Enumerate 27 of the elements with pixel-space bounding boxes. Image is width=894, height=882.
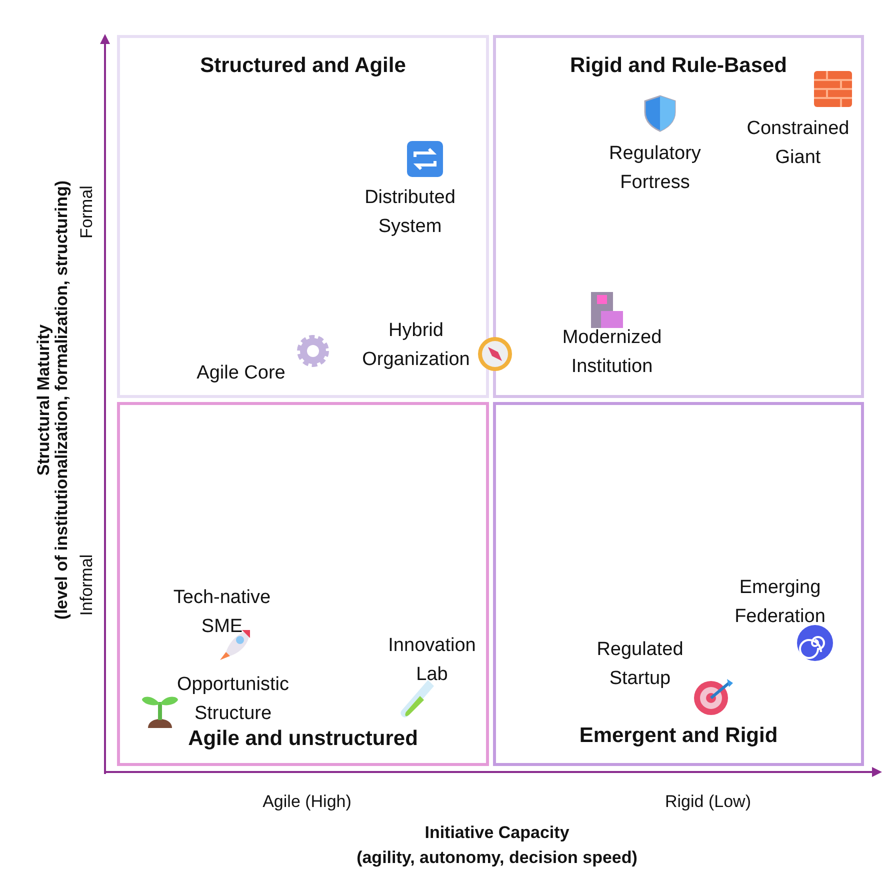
- organization-type-label: Hybrid Organization: [346, 316, 486, 374]
- organization-type-label: Innovation Lab: [382, 631, 482, 689]
- axis-title: Structural Maturity: [34, 324, 54, 476]
- organization-type-label: Regulated Startup: [580, 635, 700, 693]
- tick-label: Informal: [77, 554, 97, 616]
- axis-subtitle: (level of institutionalization, formalization, structuring): [52, 180, 72, 620]
- tick-label: Formal: [77, 186, 97, 238]
- organization-type-label: Regulatory Fortress: [590, 139, 720, 197]
- quadrant-panel: [493, 35, 864, 398]
- quadrant-heading: Agile and unstructured: [188, 727, 418, 751]
- organization-type-label: Constrained Giant: [733, 114, 863, 172]
- quadrant-heading: Structured and Agile: [200, 54, 406, 78]
- quadrant-heading: Emergent and Rigid: [579, 724, 778, 748]
- quadrant-panel: [493, 402, 864, 766]
- quadrant-panel: [117, 35, 489, 398]
- tick-label: Rigid (Low): [665, 792, 751, 812]
- tick-label: Agile (High): [262, 792, 352, 812]
- organization-type-label: Distributed System: [345, 183, 475, 241]
- organization-type-label: Opportunistic Structure: [158, 670, 308, 728]
- organization-type-label: Modernized Institution: [547, 323, 677, 381]
- organization-type-label: Emerging Federation: [715, 573, 845, 631]
- organization-type-label: Tech-native SME: [157, 583, 287, 641]
- axis-subtitle: (agility, autonomy, decision speed): [356, 848, 638, 868]
- quadrant-panel: [117, 402, 489, 766]
- quadrant-heading: Rigid and Rule-Based: [570, 54, 788, 78]
- organization-type-label: Agile Core: [181, 358, 301, 388]
- axis-title: Initiative Capacity: [424, 823, 570, 843]
